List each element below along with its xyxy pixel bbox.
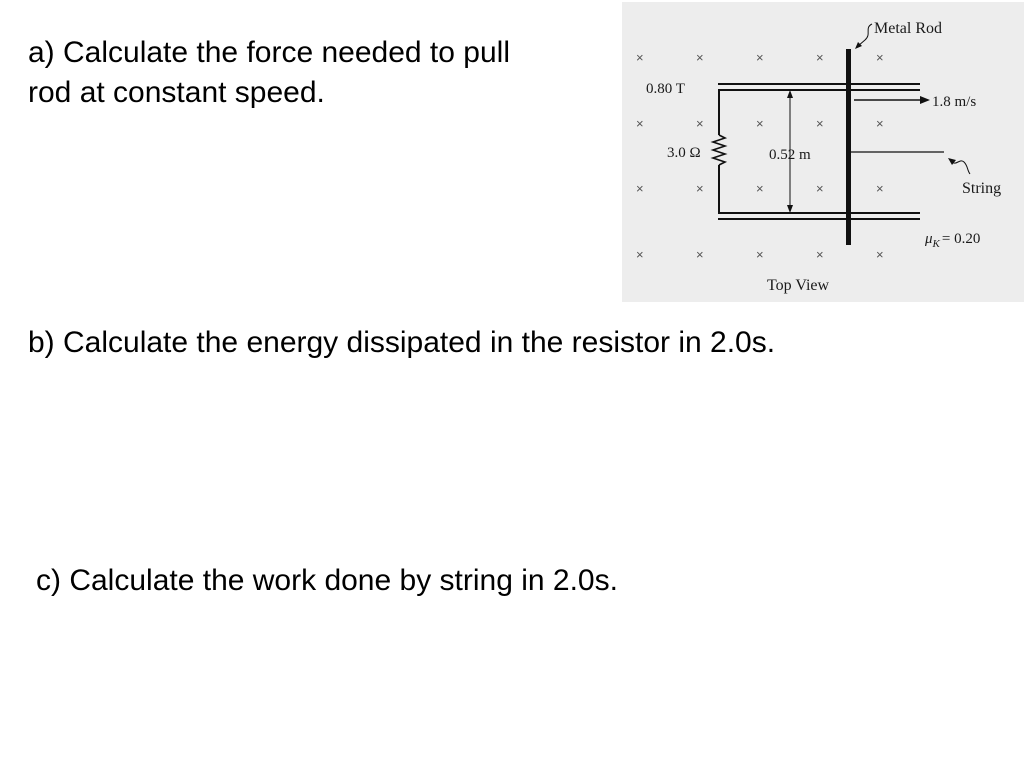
field-x-mark: ×: [696, 247, 704, 262]
field-x-mark: ×: [696, 116, 704, 131]
field-x-mark: ×: [816, 247, 824, 262]
field-x-mark: ×: [636, 50, 644, 65]
field-x-mark: ×: [636, 181, 644, 196]
field-x-mark: ×: [876, 247, 884, 262]
mu-subscript: K: [932, 238, 941, 250]
width-label: 0.52 m: [769, 147, 811, 163]
field-x-mark: ×: [876, 50, 884, 65]
field-x-mark: ×: [636, 247, 644, 262]
field-strength-label: 0.80 T: [646, 81, 685, 97]
metal-rod: [846, 49, 851, 245]
field-x-mark: ×: [756, 50, 764, 65]
field-x-mark: ×: [816, 116, 824, 131]
rod-rail-diagram: × × × × × × × × × × × × × × × × × × × × Metal Rod 0.80 T 1.…: [622, 2, 1024, 302]
velocity-arrowhead: [920, 96, 930, 104]
question-b: b) Calculate the energy dissipated in th…: [28, 326, 776, 359]
field-x-mark: ×: [636, 116, 644, 131]
field-x-mark: ×: [816, 181, 824, 196]
width-arrowhead-top: [787, 90, 793, 98]
string-pointer-arrowhead: [948, 158, 956, 165]
friction-coefficient-label: μK= 0.20: [924, 231, 980, 250]
resistor-zigzag: [710, 134, 728, 166]
field-x-mark: ×: [756, 181, 764, 196]
field-x-mark: ×: [696, 181, 704, 196]
string-label-pointer: [951, 160, 971, 175]
magnetic-field-marks: × × × × × × × × × × × × × × × × × × × ×: [636, 50, 884, 262]
field-x-mark: ×: [696, 50, 704, 65]
mu-value: = 0.20: [942, 231, 980, 247]
width-arrowhead-bottom: [787, 205, 793, 213]
rod-pointer-arrowhead: [855, 42, 862, 49]
mu-symbol: μ: [924, 231, 933, 247]
field-x-mark: ×: [876, 181, 884, 196]
metal-rod-label: Metal Rod: [874, 20, 942, 37]
field-x-mark: ×: [816, 50, 824, 65]
string-label: String: [962, 180, 1001, 197]
question-a: a) Calculate the force needed to pull ro…: [28, 36, 510, 109]
resistance-label: 3.0 Ω: [667, 145, 701, 161]
velocity-label: 1.8 m/s: [932, 94, 976, 110]
top-view-label: Top View: [767, 277, 830, 294]
rod-label-pointer: [857, 23, 873, 47]
field-x-mark: ×: [756, 116, 764, 131]
question-c: c) Calculate the work done by string in …: [36, 564, 618, 597]
diagram-canvas: × × × × × × × × × × × × × × × × × × × × Metal Rod 0.80 T 1.…: [636, 20, 1001, 294]
field-x-mark: ×: [756, 247, 764, 262]
field-x-mark: ×: [876, 116, 884, 131]
